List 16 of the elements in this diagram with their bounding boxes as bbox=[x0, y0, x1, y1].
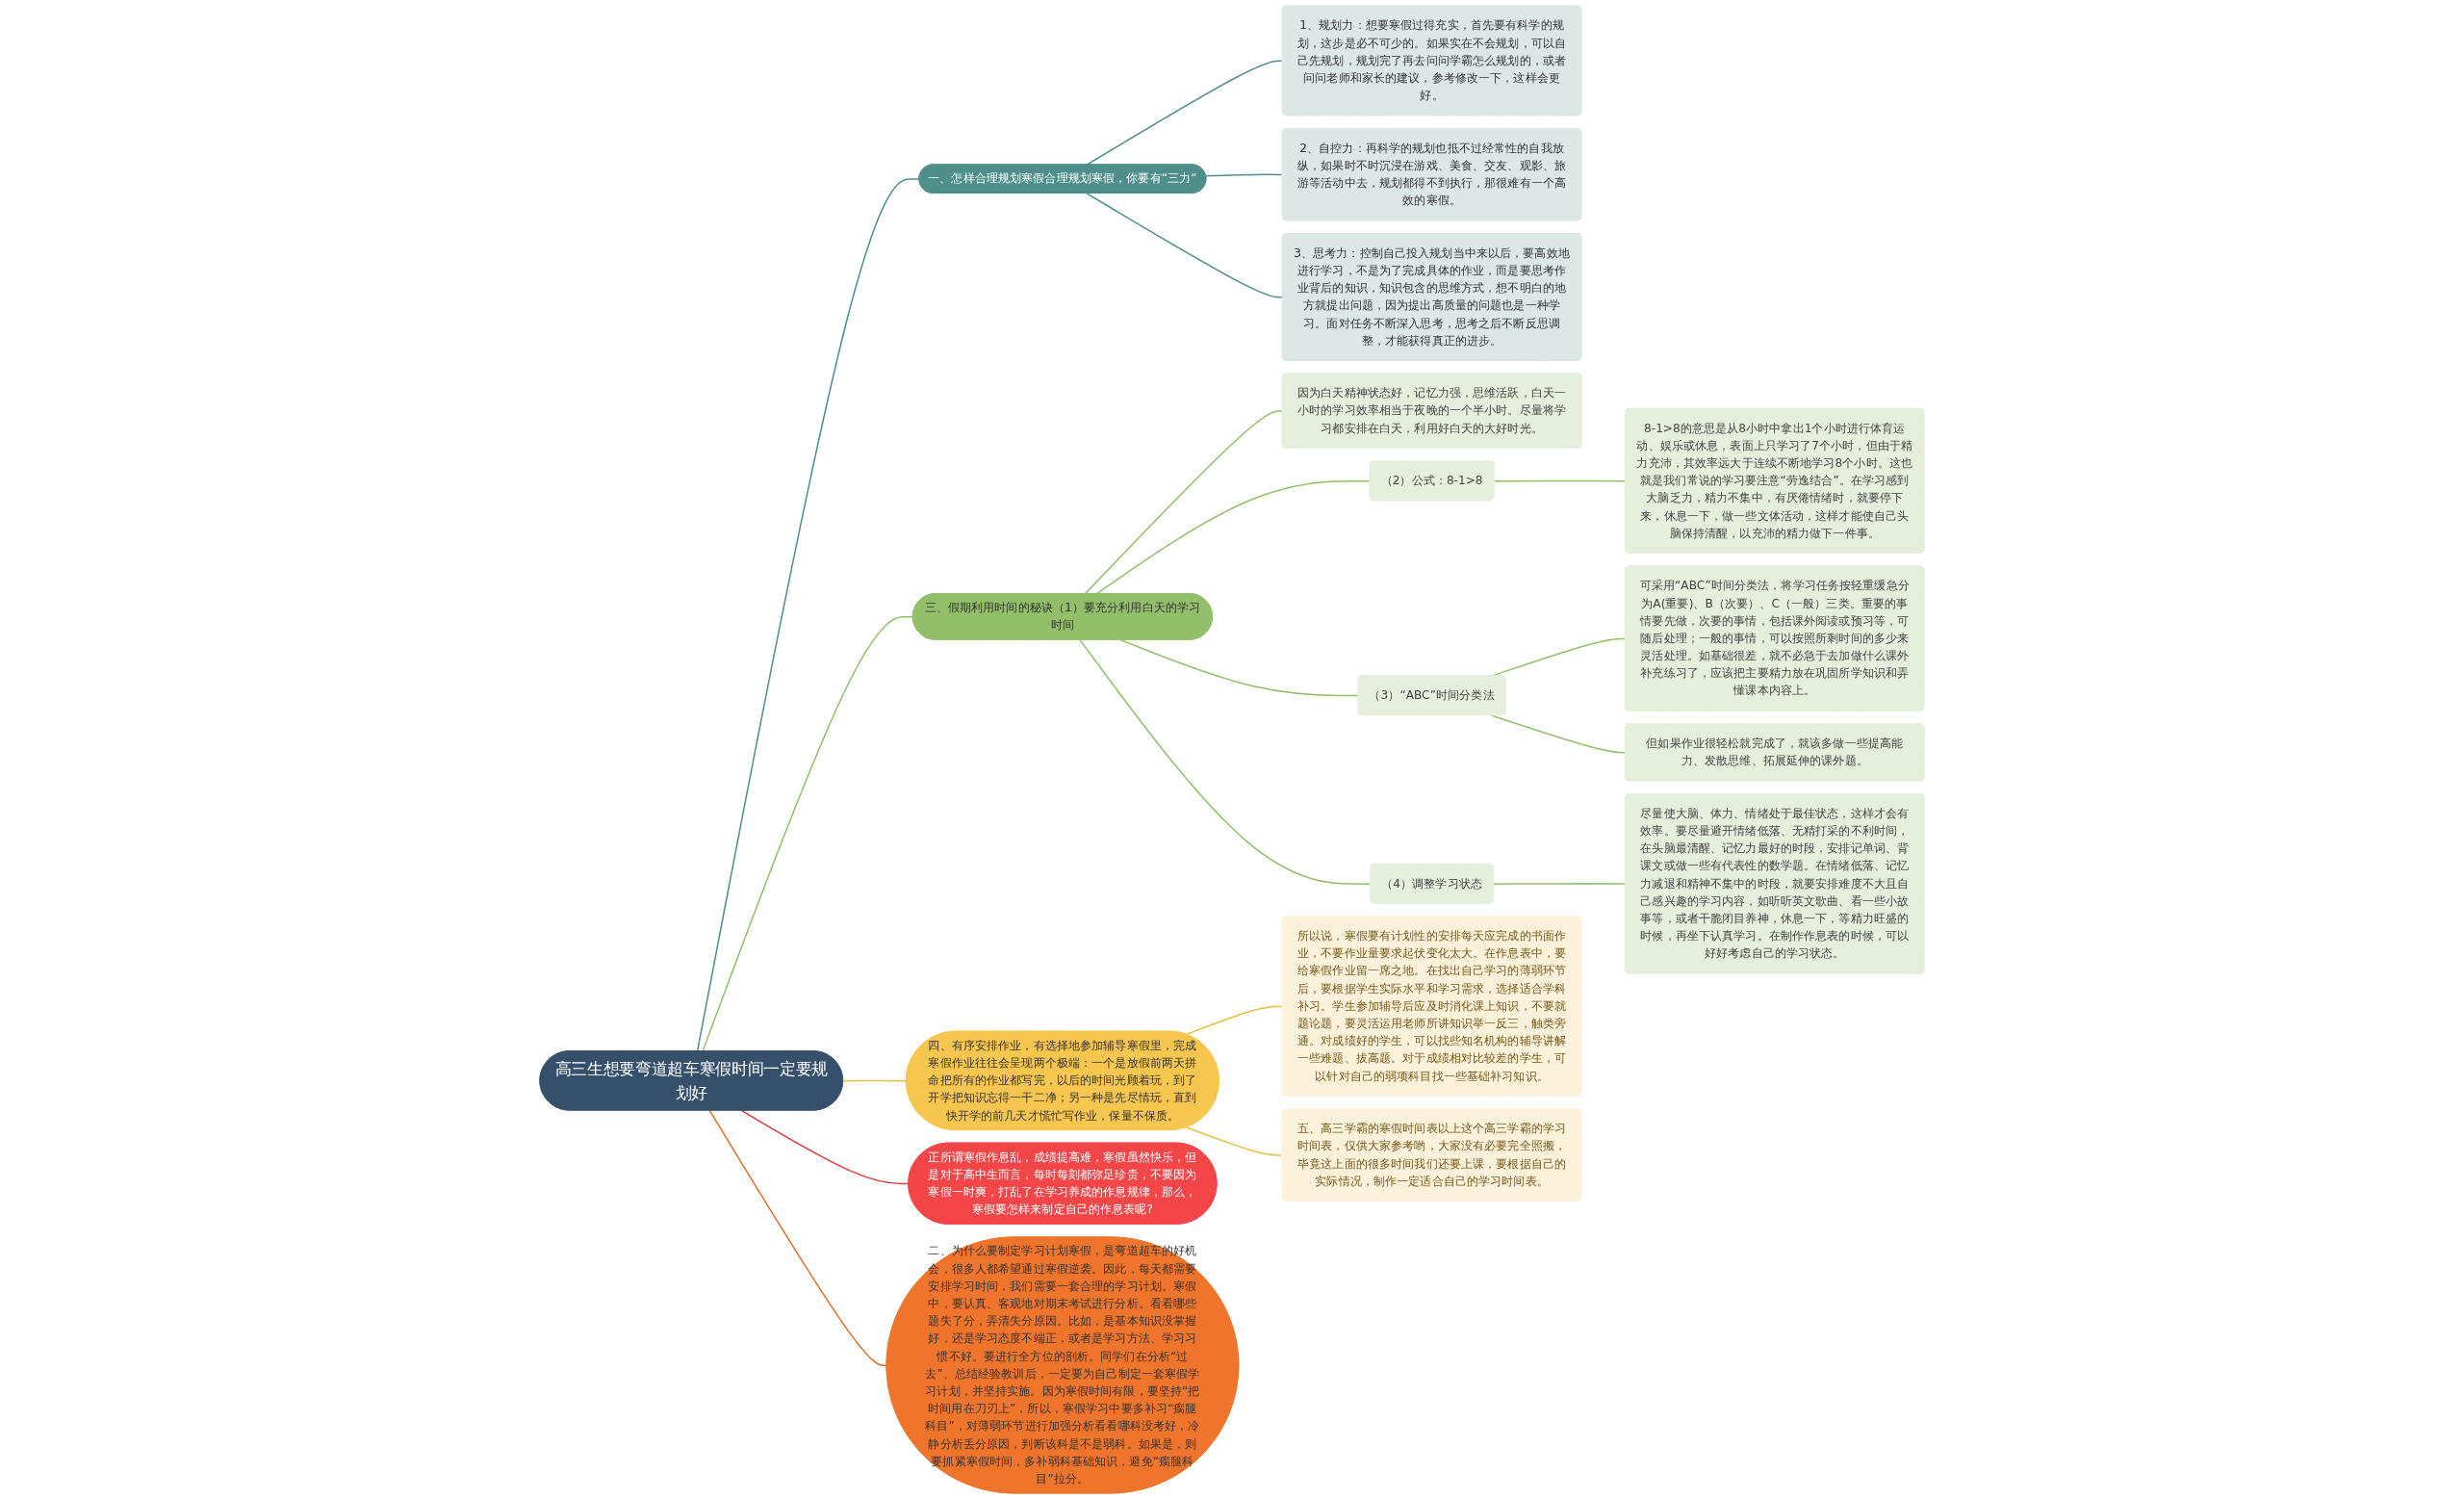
connector bbox=[842, 1079, 908, 1082]
connector bbox=[1095, 479, 1372, 595]
connector bbox=[702, 615, 914, 1052]
connector bbox=[1205, 173, 1284, 177]
connector bbox=[1490, 714, 1627, 754]
connector bbox=[1079, 638, 1372, 885]
connector bbox=[696, 178, 920, 1052]
connector bbox=[1492, 883, 1627, 885]
connector bbox=[1185, 1005, 1284, 1036]
connector bbox=[740, 1109, 910, 1185]
connector bbox=[1185, 1126, 1284, 1156]
connector bbox=[1119, 638, 1360, 697]
connector bbox=[1086, 193, 1284, 298]
connector bbox=[1084, 410, 1284, 595]
connector bbox=[1493, 479, 1627, 482]
connector bbox=[708, 1109, 888, 1367]
